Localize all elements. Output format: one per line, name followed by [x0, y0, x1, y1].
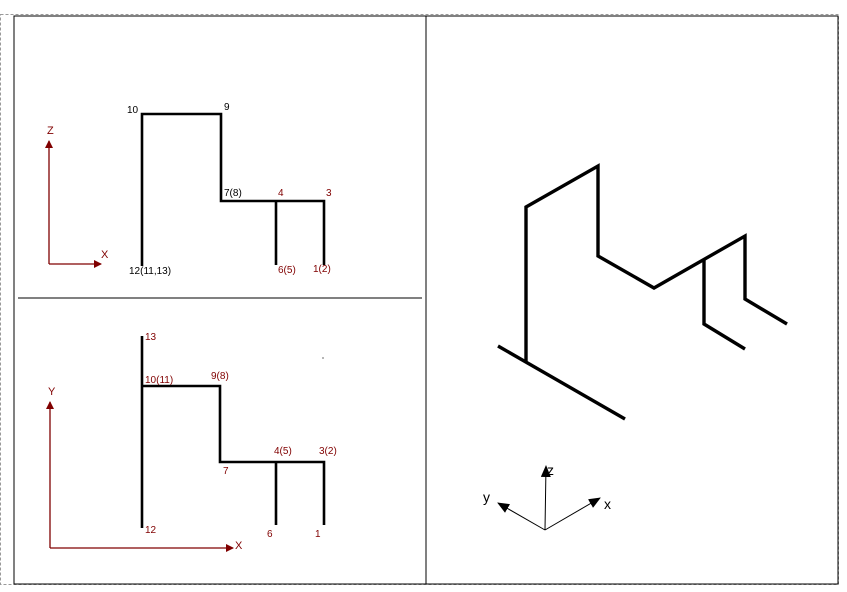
front-label-6: 6(5): [278, 265, 296, 276]
iso-pipe-base-run: [497, 344, 626, 421]
stray-dot: [322, 357, 324, 359]
iso-x-axis-arrow: [544, 497, 601, 531]
top-pipe-main-run: [142, 384, 326, 525]
outer-dashed-border: [0, 14, 839, 585]
iso-pipe-main-run: [524, 163, 788, 361]
top-label-13: 13: [145, 332, 157, 343]
top-label-7: 7: [223, 466, 229, 477]
front-view: Z X 10 9 7(8) 4 3 12(11,13) 6(5) 1(2): [45, 102, 332, 277]
front-label-10: 10: [127, 105, 139, 116]
iso-z-axis-arrow: [540, 465, 551, 531]
top-label-4: 4(5): [274, 446, 292, 457]
front-label-4: 4: [278, 188, 284, 199]
isometric-view: z y x: [483, 163, 788, 531]
top-label-3: 3(2): [319, 446, 337, 457]
front-label-12: 12(11,13): [129, 266, 171, 277]
front-z-axis-label: Z: [47, 125, 54, 137]
top-label-1: 1: [315, 529, 321, 540]
front-label-3: 3: [326, 188, 332, 199]
front-x-axis-label: X: [101, 249, 109, 261]
iso-y-axis-label: y: [483, 489, 490, 505]
top-view: Y X 13 10(11) 9(8) 4(5) 3(2) 7 12 6 1: [46, 332, 337, 552]
iso-x-axis-label: x: [604, 496, 611, 512]
front-label-7: 7(8): [224, 188, 242, 199]
front-label-9: 9: [224, 102, 230, 113]
top-label-10: 10(11): [145, 375, 173, 386]
front-label-1: 1(2): [313, 264, 331, 275]
front-pipe-main-run: [140, 112, 326, 266]
iso-pipe-branch: [702, 260, 746, 351]
top-label-12: 12: [145, 525, 157, 536]
top-label-6: 6: [267, 529, 273, 540]
top-label-9: 9(8): [211, 371, 229, 382]
top-y-axis-label: Y: [48, 386, 56, 398]
iso-y-axis-arrow: [497, 502, 546, 531]
top-x-axis-label: X: [235, 540, 243, 552]
iso-z-axis-label: z: [547, 462, 554, 478]
